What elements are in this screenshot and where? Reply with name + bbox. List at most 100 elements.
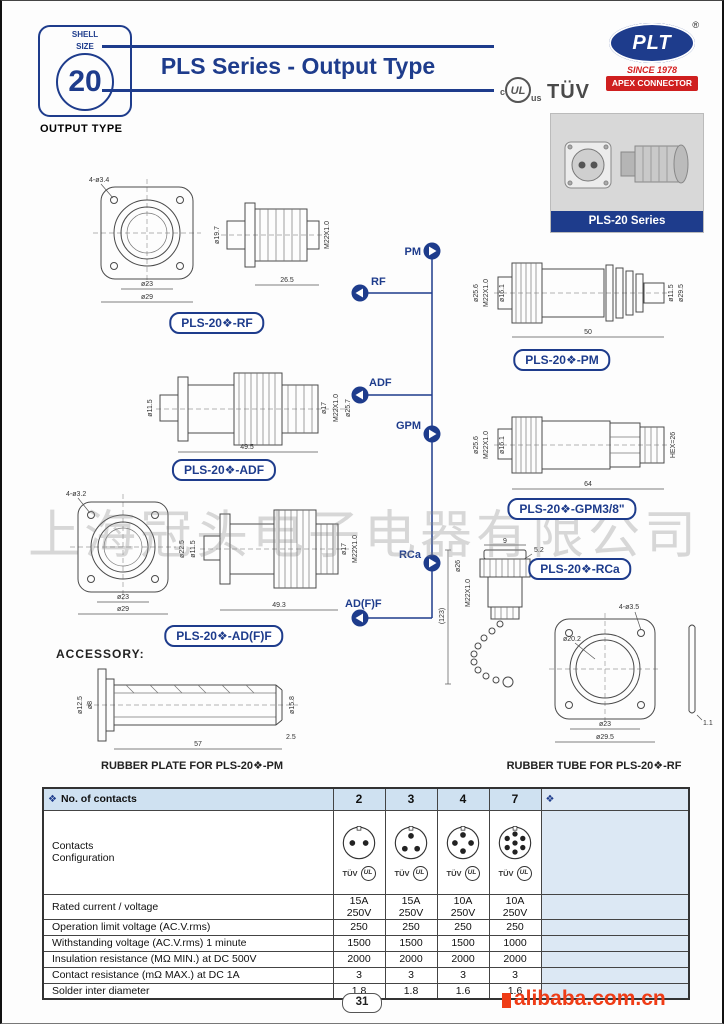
dimension-label: 1.1 [703, 720, 713, 727]
dimension-label: ø23 [141, 281, 153, 288]
row-tail-cell [540, 934, 690, 952]
dimension-label: ø29 [117, 606, 129, 613]
pin-diagram-4pin [446, 825, 480, 859]
dimension-label: ø19.7 [214, 226, 221, 244]
row-label: Withstanding voltage (AC.V.rms) 1 minute [42, 934, 334, 952]
row-value: 1000 [488, 934, 542, 952]
row-value: 3 [436, 966, 490, 984]
config-tail-cell [540, 809, 690, 895]
dimension-label: ø23 [117, 594, 129, 601]
tuv-mark-small: TÜV [342, 868, 358, 878]
dimension-label: ø26 [455, 560, 462, 572]
ul-mark-small: UL [412, 865, 428, 881]
ul-mark-small: UL [464, 865, 480, 881]
dimension-label: ø29 [141, 294, 153, 301]
plt-oval-logo: PLT [609, 23, 695, 63]
page-title: PLS Series - Output Type [160, 53, 436, 79]
shell-size-circle: 20 [56, 53, 114, 111]
dimension-label: 4-ø3.2 [66, 491, 86, 498]
table-row: Rated current / voltage 15A 250V 15A 250… [42, 893, 690, 920]
table-row: Operation limit voltage (AC.V.rms) 250 2… [42, 918, 690, 936]
row-value: 1.6 [436, 982, 490, 1000]
dimension-label: 2.5 [286, 734, 296, 741]
dimension-label: ø11.5 [190, 540, 197, 557]
row-value: 250 [436, 918, 490, 936]
dimension-label: ø15.8 [289, 696, 296, 714]
tuv-mark-small: TÜV [394, 868, 410, 878]
row-tail-cell [540, 982, 690, 1000]
rubber-plate-drawing: ø12.5 ø8 ø15.8 57 2.5 [77, 668, 298, 750]
row-label: Operation limit voltage (AC.V.rms) [42, 918, 334, 936]
dimension-label: ø25.7 [345, 399, 352, 417]
table-row: Withstanding voltage (AC.V.rms) 1 minute… [42, 934, 690, 952]
contacts-count-2: 2 [332, 787, 386, 811]
dimension-label: HEX=26 [670, 432, 677, 458]
config-label-line1: Contacts [52, 840, 94, 852]
shell-size-number: 20 [68, 65, 102, 98]
row-value: 3 [488, 966, 542, 984]
alibaba-site-text: alibaba.com.cn [514, 987, 666, 1010]
product-photo: PLS-20 Series [550, 113, 704, 233]
dimension-label: M22X1.0 [352, 535, 359, 563]
variant-tree: PM RF ADF GPM RCa AD(F)F [345, 242, 441, 627]
contacts-count-4: 4 [436, 787, 490, 811]
rf-technical-drawing: 4-ø3.4 ø23 ø29 ø19.7 M22X1.0 26.5 [89, 177, 331, 303]
row-tail-cell [540, 966, 690, 984]
variant-label-pm: PLS-20❖-PM [513, 349, 611, 371]
tuv-mark-small: TÜV [446, 868, 462, 878]
tree-label-gpm: GPM [396, 420, 421, 432]
registered-mark: ® [692, 20, 699, 30]
contacts-header-label: No. of contacts [60, 793, 137, 806]
rubber-tube-caption: RUBBER TUBE FOR PLS-20❖-RF [506, 760, 682, 772]
ul-mark-small: UL [516, 865, 532, 881]
row-value: 2000 [488, 950, 542, 968]
dimension-label: ø8 [87, 701, 94, 709]
plt-logo-text: PLT [632, 32, 672, 54]
row-value: 1500 [384, 934, 438, 952]
adf-technical-drawing: ø11.5 ø17 M22X1.0 ø25.7 49.5 [147, 372, 352, 453]
dimension-label: M22X1.0 [483, 279, 490, 307]
brand-since-text: SINCE 1978 [626, 65, 678, 75]
row-tail-cell [540, 918, 690, 936]
config-label-line2: Configuration [52, 852, 115, 864]
pin-diagram-3pin [394, 825, 428, 859]
row-value: 10A 250V [436, 893, 490, 920]
tuv-certification-logo: TÜV [547, 81, 590, 103]
rubber-plate-caption: RUBBER PLATE FOR PLS-20❖-PM [101, 760, 283, 772]
row-tail-cell [540, 893, 690, 920]
variant-label-adff: PLS-20❖-AD(F)F [164, 625, 284, 647]
pin-diagram-7pin [498, 825, 532, 859]
row-value: 2000 [332, 950, 386, 968]
tree-label-pm: PM [405, 246, 422, 258]
dimension-label: ø29.5 [678, 284, 685, 302]
dimension-label: ø16.1 [499, 284, 506, 302]
row-value: 10A 250V [488, 893, 542, 920]
row-value: 1500 [436, 934, 490, 952]
brand-logo: PLT ® SINCE 1978 APEX CONNECTOR [606, 20, 699, 91]
dimension-label: M22X1.0 [483, 431, 490, 459]
dimension-label: 4-ø3.5 [619, 604, 639, 611]
row-value: 1.8 [384, 982, 438, 1000]
title-rule-bottom [102, 89, 494, 92]
header-tail-cell: ❖ [540, 787, 690, 811]
tree-label-adf: ADF [369, 377, 392, 389]
row-value: 15A 250V [384, 893, 438, 920]
title-rule-top [102, 45, 494, 48]
ul-us-text: us [531, 93, 542, 103]
row-value: 250 [332, 918, 386, 936]
variant-label-rca: PLS-20❖-RCa [528, 558, 632, 580]
dimension-label: 49.3 [272, 602, 286, 609]
contacts-count-7: 7 [488, 787, 542, 811]
row-value: 250 [488, 918, 542, 936]
dimension-label: (123) [439, 608, 446, 624]
adff-technical-drawing: 4-ø3.2 ø23 ø29 ø22.5 ø11.5 ø17 M22X1.0 4… [66, 491, 359, 615]
output-type-label: OUTPUT TYPE [40, 123, 123, 135]
dimension-label: 26.5 [280, 277, 294, 284]
variant-label-gpm: PLS-20❖-GPM3/8" [507, 498, 637, 520]
shell-label-line2: SIZE [76, 42, 94, 51]
dimension-label: M22X1.0 [333, 394, 340, 422]
row-value: 3 [384, 966, 438, 984]
row-value: 1500 [332, 934, 386, 952]
